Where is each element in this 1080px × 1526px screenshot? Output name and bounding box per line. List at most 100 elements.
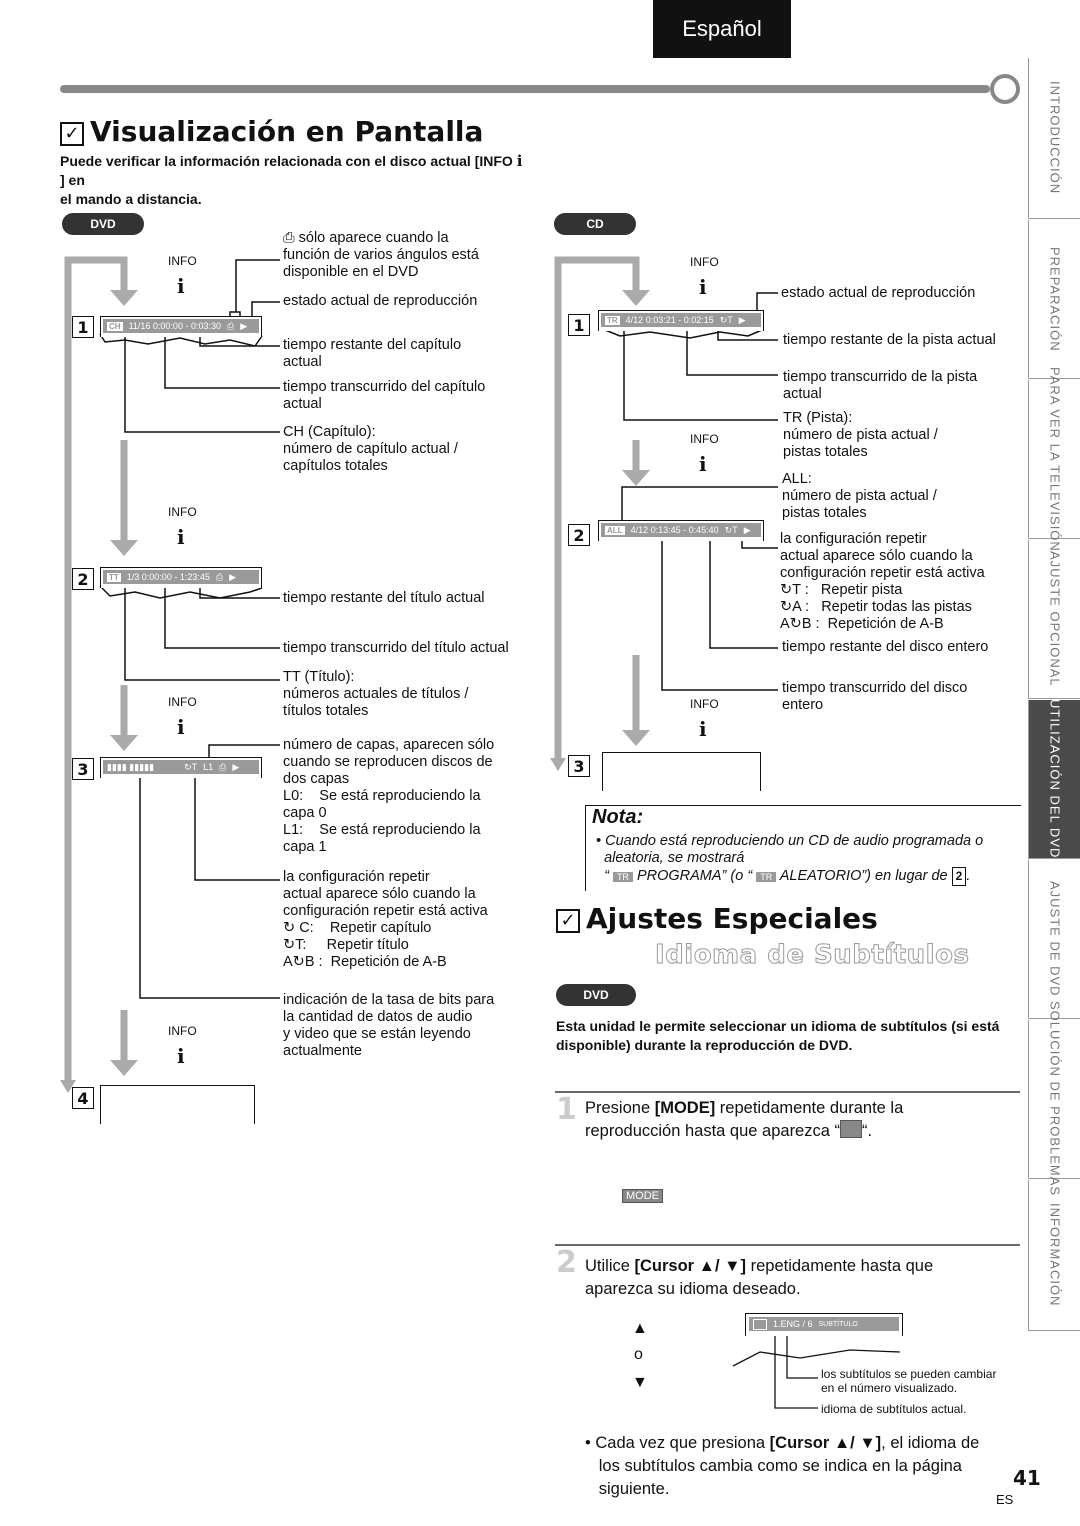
sidebar-item-television[interactable]: PARA VER LA TELEVISIÓN: [1028, 367, 1080, 551]
step-number-4: 4: [72, 1087, 94, 1109]
sidebar-item-label: UTILIZACIÓN DEL DVD: [1047, 699, 1063, 859]
repeat-icon: ↻T: [719, 314, 733, 325]
desc-bitrate: indicación de la tasa de bits para la ca…: [283, 992, 494, 1060]
subsection-title: Idioma de Subtítulos: [654, 940, 970, 971]
desc-title: TT (Título): números actuales de títulos…: [283, 669, 468, 720]
note-line: Cuando está reproduciendo un CD de audio…: [605, 833, 984, 849]
osd-screen-3: [602, 752, 761, 791]
desc-line: títulos totales: [283, 703, 369, 719]
sidebar-item-preparacion[interactable]: PREPARACIÓN: [1028, 220, 1080, 379]
osd-tag: TT: [107, 572, 121, 582]
info-icon: i: [177, 525, 185, 549]
desc-line: Repetir capítulo: [329, 920, 432, 936]
sidebar-item-label: AJUSTE DE DVD: [1047, 881, 1063, 997]
step-text-key: [MODE]: [654, 1099, 716, 1117]
desc-play-status: estado actual de reproducción: [781, 285, 976, 301]
info-button-label: INFO: [690, 255, 719, 269]
note-line: ALEATORIO”) en lugar de: [779, 868, 948, 884]
repeat-icon: ↻: [780, 582, 793, 598]
desc-line: número de pista actual /: [783, 427, 938, 443]
language-tab: Español: [653, 0, 791, 58]
osd-screen-1: TR 4/12 0:03:21 - 0:02:15 ↻T▶: [598, 310, 764, 331]
info-button-label: INFO: [690, 432, 719, 446]
cursor-down-icon[interactable]: ▼: [632, 1374, 648, 1391]
osd-text: L1: [203, 762, 214, 772]
page-number: 41: [1013, 1466, 1041, 1490]
top-rule-knob: [990, 74, 1020, 104]
desc-line: actualmente: [283, 1043, 362, 1059]
desc-line: tiempo transcurrido del disco: [782, 680, 968, 696]
desc-line: pistas totales: [782, 505, 867, 521]
desc-disc-elapsed: tiempo transcurrido del disco entero: [782, 680, 967, 714]
desc-line: tiempo restante del capítulo: [283, 337, 462, 353]
desc-line: indicación de la tasa de bits para: [283, 992, 495, 1008]
sidebar-item-ajuste-dvd[interactable]: AJUSTE DE DVD: [1028, 860, 1080, 1019]
angle-icon: ⎙: [215, 571, 224, 582]
cursor-up-icon[interactable]: ▲: [632, 1320, 648, 1337]
bullet-part: los subtítulos cambia como se indica en …: [598, 1457, 962, 1475]
desc-line: C:: [299, 920, 314, 936]
step-text-key: [Cursor ▲/ ▼]: [634, 1257, 747, 1275]
subtitle-desc-available: los subtítulos se pueden cambiar en el n…: [821, 1367, 996, 1395]
play-icon: ▶: [232, 761, 240, 772]
mode-button[interactable]: MODE: [622, 1189, 663, 1203]
step-text-part: reproducción hasta que aparezca “: [585, 1122, 840, 1140]
osd-bar-disc: ALL 4/12 0:13:45 - 0:45:40 ↻T▶: [601, 523, 761, 537]
note-box: [585, 805, 1021, 891]
desc-line: disponible en el DVD: [283, 264, 419, 280]
osd-screen-4: [100, 1085, 255, 1124]
sidebar-item-label: AJUSTE OPCIONAL: [1047, 551, 1063, 687]
desc-line: L0:: [283, 788, 304, 804]
desc-line: capa 0: [283, 805, 327, 821]
play-icon: ▶: [229, 571, 236, 582]
desc-line: actual aparece sólo cuando la: [283, 886, 476, 902]
sidebar-item-informacion[interactable]: INFORMACIÓN: [1028, 1180, 1080, 1331]
step-number-2: 2: [568, 524, 590, 546]
desc-line: capa 1: [283, 839, 327, 855]
desc-repeat: la configuración repetir actual aparece …: [780, 531, 985, 633]
desc-line: la configuración repetir: [283, 869, 430, 885]
sidebar-item-utilizacion-dvd[interactable]: UTILIZACIÓN DEL DVD: [1028, 699, 1080, 859]
step-1-number: 1: [556, 1092, 577, 1127]
info-button-label: INFO: [168, 505, 197, 519]
info-icon: i: [699, 275, 707, 299]
repeat-icon: ↻: [780, 599, 793, 615]
section-title-text: Visualización en Pantalla: [90, 115, 484, 148]
step-number-3: 3: [568, 755, 590, 777]
desc-line: Repetir título: [326, 937, 409, 953]
step-number-3: 3: [72, 758, 94, 780]
step-text-part: Presione: [585, 1099, 655, 1117]
osd-screen-2: ALL 4/12 0:13:45 - 0:45:40 ↻T▶: [598, 520, 764, 541]
sidebar-item-solucion-problemas[interactable]: SOLUCIÓN DE PROBLEMAS: [1028, 1001, 1080, 1197]
sidebar-item-introduccion[interactable]: INTRODUCCIÓN: [1028, 58, 1080, 219]
desc-line: TT (Título):: [283, 669, 355, 685]
angle-icon: ⎙: [226, 320, 235, 331]
step-text-part: Utilice: [585, 1257, 635, 1275]
intro-line: disponible) durante la reproducción de D…: [556, 1037, 853, 1053]
desc-chapter: CH (Capítulo): número de capítulo actual…: [283, 424, 458, 475]
play-icon: ▶: [240, 320, 248, 331]
intro-line: Esta unidad le permite seleccionar un id…: [556, 1018, 1000, 1034]
dvd-badge: DVD: [62, 213, 144, 235]
desc-line: actual: [283, 354, 322, 370]
osd-text: 11/16 0:00:00 - 0:03:30: [128, 321, 221, 331]
desc-line: tiempo transcurrido de la pista: [783, 369, 978, 385]
desc-line: dos capas: [283, 771, 350, 787]
desc-line: Repetición de A-B: [330, 954, 447, 970]
desc-line: cuando se reproducen discos de: [283, 754, 493, 770]
desc-line: A :: [792, 599, 810, 615]
osd-tag: ALL: [605, 525, 625, 535]
repeat-icon: ↻T: [724, 524, 738, 535]
osd-text: 4/12 0:03:21 - 0:02:15: [625, 315, 714, 325]
desc-line: número de capas, aparecen sólo: [283, 737, 495, 753]
top-rule: [60, 85, 990, 93]
desc-line: Repetir pista: [820, 582, 903, 598]
desc-line: Repetición de A-B: [827, 616, 944, 632]
sidebar-item-ajuste-opcional[interactable]: AJUSTE OPCIONAL: [1028, 540, 1080, 699]
step-ref-box: 2: [951, 867, 967, 886]
osd-label: SUBTÍTULO: [818, 1320, 858, 1328]
desc-line: capítulos totales: [283, 458, 388, 474]
info-button-label: INFO: [168, 695, 197, 709]
desc-line: función de varios ángulos está: [283, 247, 479, 263]
note-text: • Cuando está reproduciendo un CD de aud…: [596, 833, 984, 886]
